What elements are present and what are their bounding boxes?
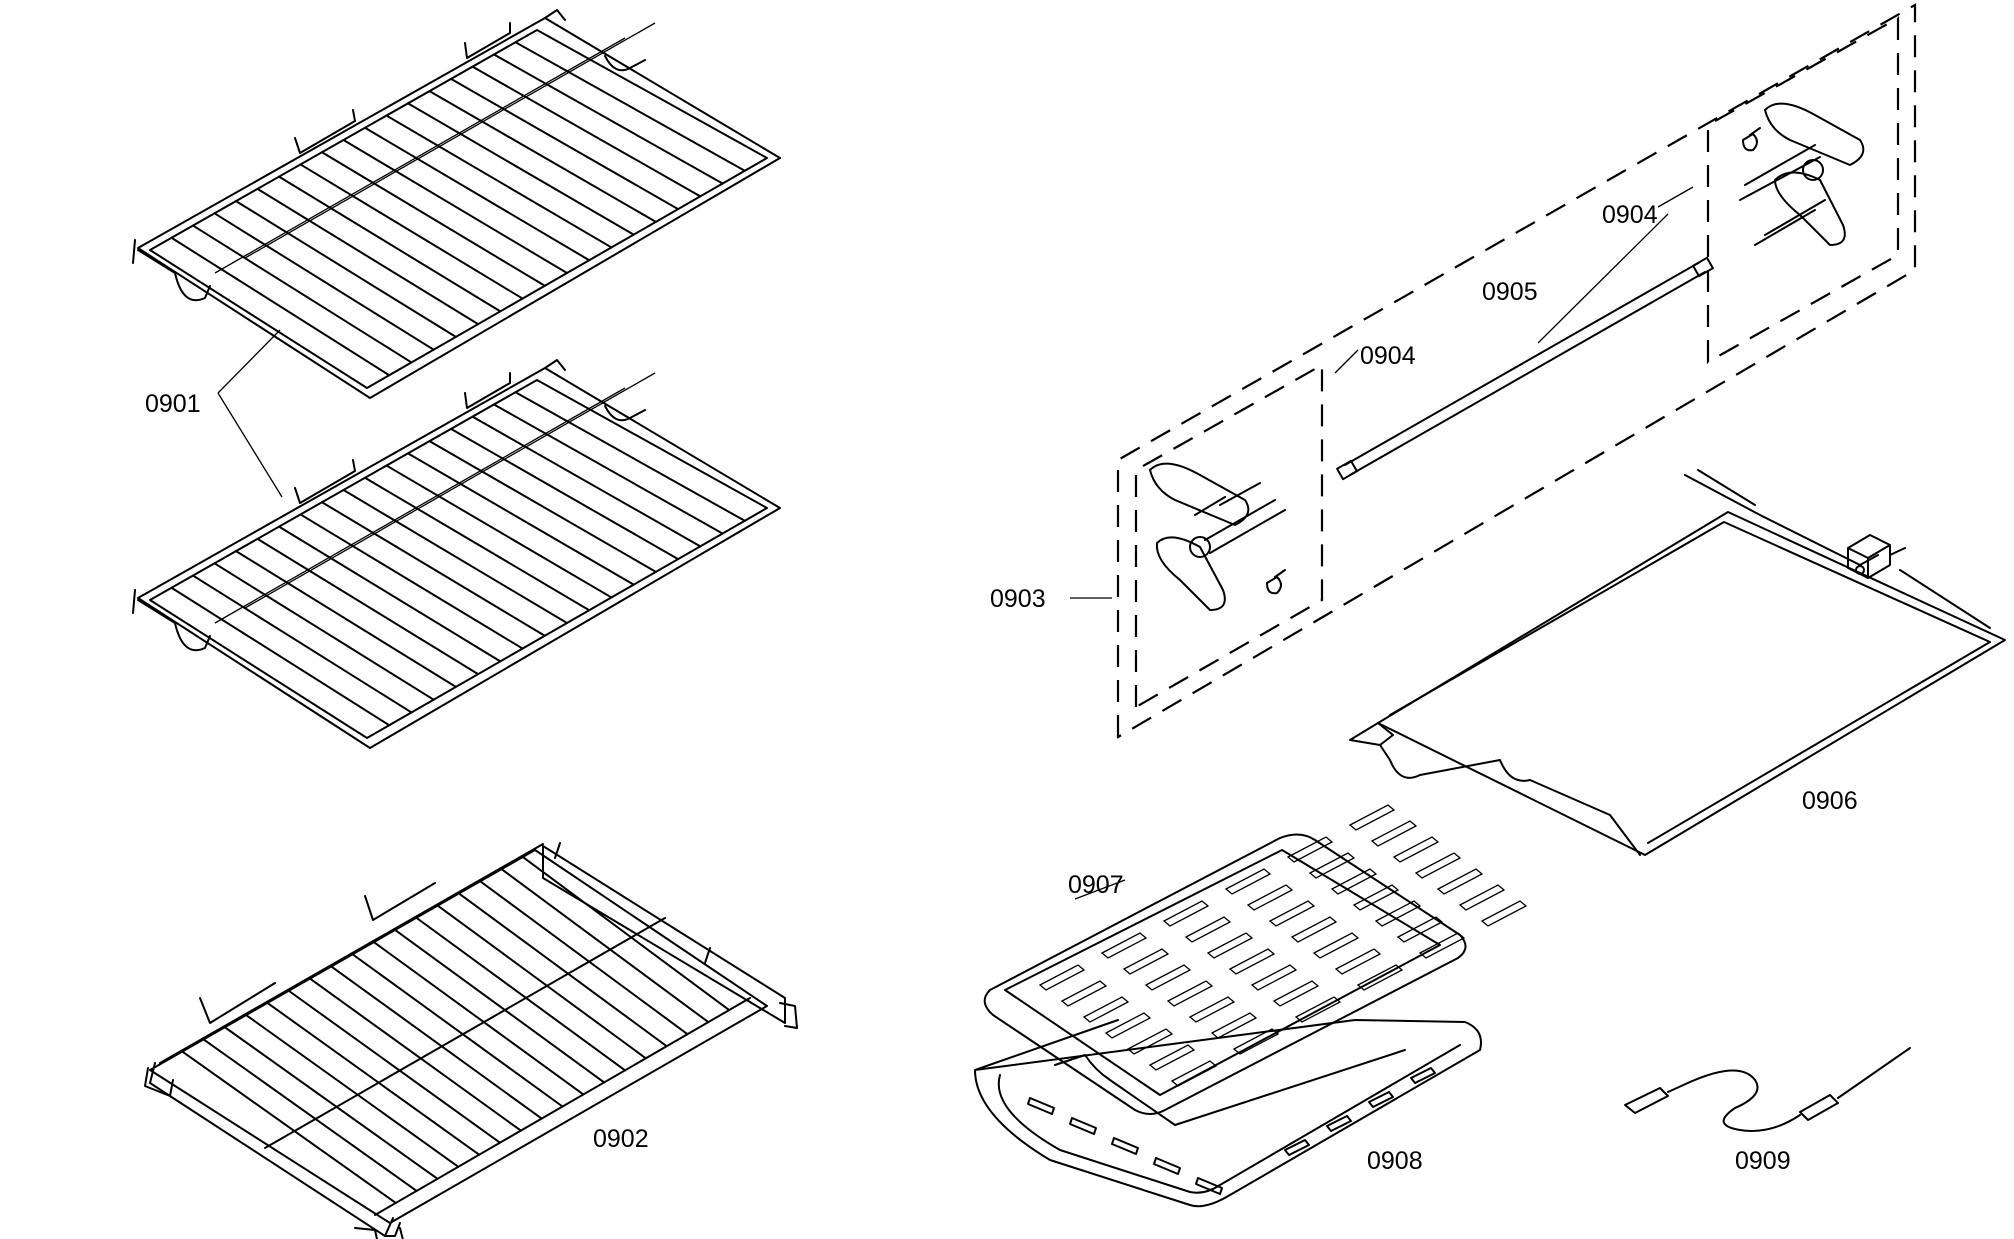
spit-rod <box>1336 256 1714 481</box>
meat-probe <box>1624 1047 1911 1132</box>
broil-pan-grid <box>983 804 1528 1115</box>
telescopic-oven-rack <box>144 842 798 1239</box>
label-0904-right: 0904 <box>1602 201 1658 229</box>
label-0909: 0909 <box>1735 1147 1791 1175</box>
rotisserie-frame <box>1349 469 2006 856</box>
leader-lines <box>217 186 1694 900</box>
label-0901: 0901 <box>145 390 201 418</box>
label-0907: 0907 <box>1068 871 1124 899</box>
label-0902: 0902 <box>593 1125 649 1153</box>
spit-fork-right <box>1739 102 1865 246</box>
label-0904-left: 0904 <box>1360 342 1416 370</box>
oven-rack-lower <box>132 359 781 749</box>
label-0906: 0906 <box>1802 787 1858 815</box>
label-0908: 0908 <box>1367 1147 1423 1175</box>
spit-fork-left <box>1149 462 1286 611</box>
broil-pan <box>974 1019 1482 1208</box>
label-0903: 0903 <box>990 585 1046 613</box>
oven-rack-upper <box>132 9 781 399</box>
label-0905: 0905 <box>1482 278 1538 306</box>
rotisserie-kit-outline <box>1116 3 1917 739</box>
